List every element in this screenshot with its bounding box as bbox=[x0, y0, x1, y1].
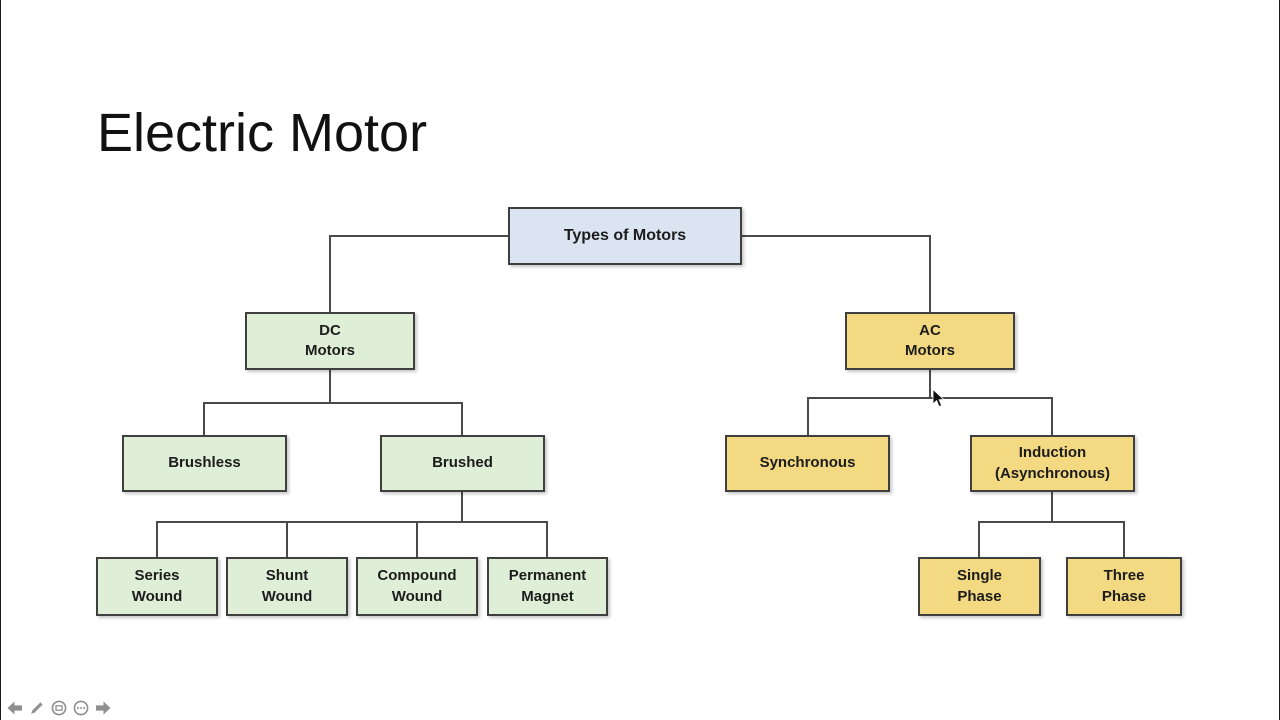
mouse-cursor-icon bbox=[932, 389, 945, 408]
pen-icon bbox=[31, 702, 43, 714]
previous-slide-arrow-icon bbox=[7, 701, 22, 715]
node-ac-motors: AC Motors bbox=[845, 312, 1015, 370]
node-types-of-motors: Types of Motors bbox=[508, 207, 742, 265]
node-series-wound: Series Wound bbox=[96, 557, 218, 616]
node-induction-asynchronous: Induction (Asynchronous) bbox=[970, 435, 1135, 492]
presenter-toolbar bbox=[6, 699, 112, 717]
node-brushed: Brushed bbox=[380, 435, 545, 492]
see-all-slides-icon bbox=[51, 700, 67, 716]
pen-tool-button[interactable] bbox=[28, 699, 46, 717]
more-options-button[interactable] bbox=[72, 699, 90, 717]
node-brushless: Brushless bbox=[122, 435, 287, 492]
slide-title: Electric Motor bbox=[97, 103, 428, 164]
next-slide-arrow-icon bbox=[96, 701, 111, 715]
node-permanent-magnet: Permanent Magnet bbox=[487, 557, 608, 616]
node-shunt-wound: Shunt Wound bbox=[226, 557, 348, 616]
node-synchronous: Synchronous bbox=[725, 435, 890, 492]
see-all-slides-button[interactable] bbox=[50, 699, 68, 717]
node-single-phase: Single Phase bbox=[918, 557, 1041, 616]
node-compound-wound: Compound Wound bbox=[356, 557, 478, 616]
next-slide-button[interactable] bbox=[94, 699, 112, 717]
more-options-icon bbox=[73, 700, 89, 716]
node-dc-motors: DC Motors bbox=[245, 312, 415, 370]
video-frame-left-edge bbox=[0, 0, 1, 720]
previous-slide-button[interactable] bbox=[6, 699, 24, 717]
node-three-phase: Three Phase bbox=[1066, 557, 1182, 616]
